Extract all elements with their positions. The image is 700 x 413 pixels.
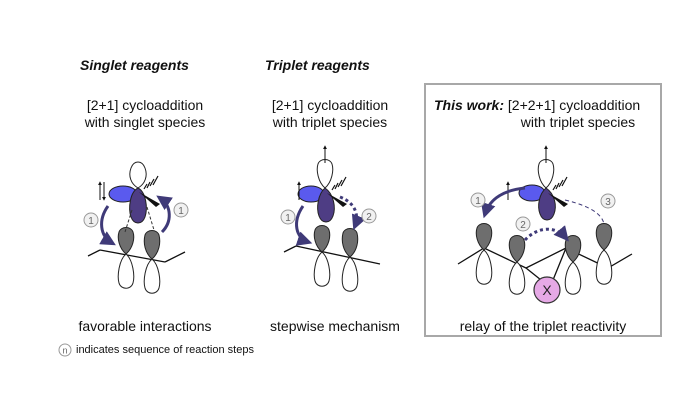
singlet-subtitle-line2: with singlet species (84, 114, 206, 130)
p-orbital-white (313, 251, 331, 287)
orbital-lobe-purple (317, 187, 335, 223)
mediator-circle (533, 276, 561, 304)
svg-text:1: 1 (475, 196, 481, 207)
p-orbital-white (508, 261, 526, 295)
curved-arrow (99, 205, 116, 246)
svg-text:1: 1 (285, 213, 291, 224)
this-work-caption: relay of the triplet reactivity (459, 318, 627, 334)
p-orbital-gray (117, 227, 135, 255)
singlet-carbene (98, 161, 160, 224)
singlet-heading: Singlet reagents (80, 57, 189, 73)
curved-arrow (480, 186, 526, 219)
svg-text:2: 2 (366, 212, 372, 223)
footnote-text: indicates sequence of reaction steps (76, 344, 254, 356)
orbital-lobe-purple (129, 187, 147, 224)
curved-arrow (295, 205, 313, 246)
triplet-subtitle-line2: with triplet species (272, 114, 388, 130)
alkene-substituent (164, 251, 186, 263)
svg-text:2: 2 (520, 220, 526, 231)
step-badge-3: 3 (600, 193, 616, 209)
footnote: n indicates sequence of reaction steps (58, 343, 254, 357)
p-orbital-gray (313, 225, 331, 253)
p-orbital-white (564, 261, 582, 295)
orbital-lobe-purple (538, 187, 556, 221)
p-orbital-white (143, 258, 161, 294)
triplet-heading: Triplet reagents (265, 57, 370, 73)
triplet-subtitle: [2+1] cycloaddition with triplet species (250, 97, 410, 131)
triplet-diagram: 1 2 (280, 145, 381, 292)
step-badge-1: 1 (280, 209, 296, 225)
this-work-heading: This work: (434, 97, 505, 113)
p-orbital-white (595, 249, 613, 285)
svg-text:3: 3 (605, 197, 611, 208)
diene-bond-to-x (525, 267, 542, 281)
p-orbital-gray (341, 228, 359, 258)
dashed-connection (564, 199, 605, 225)
step-marker-icon: n (58, 343, 72, 357)
step-badge-1: 1 (83, 212, 99, 228)
mediator-x: X (533, 276, 561, 304)
curved-arrow (156, 195, 173, 234)
interaction-dash (146, 206, 155, 231)
alkene-bond (99, 249, 166, 263)
triplet-caption: stepwise mechanism (270, 318, 400, 334)
hash-bond (331, 176, 347, 191)
singlet-diagram: 1 1 (83, 161, 189, 294)
singlet-subtitle-line1: [2+1] cycloaddition (86, 97, 204, 113)
p-orbital-white (117, 253, 135, 289)
wedge-bond (139, 192, 160, 207)
p-orbital-gray (143, 230, 161, 260)
p-orbital-white (341, 256, 359, 292)
hash-bond (552, 176, 568, 191)
step-marker-letter: n (62, 346, 67, 356)
this-work-diagram: X 1 2 3 (457, 145, 633, 304)
singlet-caption: favorable interactions (78, 318, 212, 334)
alkene-bond (295, 245, 381, 265)
diene-chain (457, 247, 633, 269)
triplet-alkene (283, 225, 381, 292)
p-orbital-gray (564, 235, 582, 263)
wedge-bond (548, 193, 568, 207)
paired-spin-arrows (98, 181, 106, 201)
orbital-lobe-white (129, 161, 147, 189)
triplet-carbene (297, 145, 347, 223)
p-orbital-gray (475, 223, 493, 251)
wedge-bond (327, 193, 347, 207)
alkene-substituent (87, 249, 101, 257)
alkene-substituent (283, 245, 297, 253)
this-work-box (424, 83, 662, 337)
singlet-subtitle: [2+1] cycloaddition with singlet species (60, 97, 230, 131)
this-work-line1: [2+2+1] cycloaddition (507, 97, 641, 113)
p-orbital-gray (595, 223, 613, 251)
step-badge-1: 1 (470, 192, 486, 208)
hash-bond (143, 175, 159, 190)
p-orbital-gray (508, 235, 526, 263)
this-work-heading-row: This work: [2+2+1] cycloaddition (434, 97, 640, 113)
singlet-alkene (87, 206, 186, 294)
step-badge-1: 1 (173, 202, 189, 218)
mediator-label: X (542, 282, 552, 298)
svg-text:1: 1 (178, 206, 184, 217)
dotted-curved-arrow (339, 195, 366, 231)
orbital-lobe-white (316, 159, 334, 189)
p-orbital-white (475, 249, 493, 285)
this-work-line2: with triplet species (520, 114, 636, 130)
svg-text:1: 1 (88, 216, 94, 227)
work-carbene (506, 145, 568, 221)
orbital-lobe-white (537, 159, 555, 189)
triplet-subtitle-line1: [2+1] cycloaddition (271, 97, 389, 113)
work-diene (457, 223, 633, 295)
interaction-dash (124, 209, 133, 233)
dotted-curved-arrow (523, 225, 569, 242)
step-badge-2: 2 (515, 216, 531, 232)
step-badge-2: 2 (361, 208, 377, 224)
diene-bond-to-x (552, 247, 567, 281)
